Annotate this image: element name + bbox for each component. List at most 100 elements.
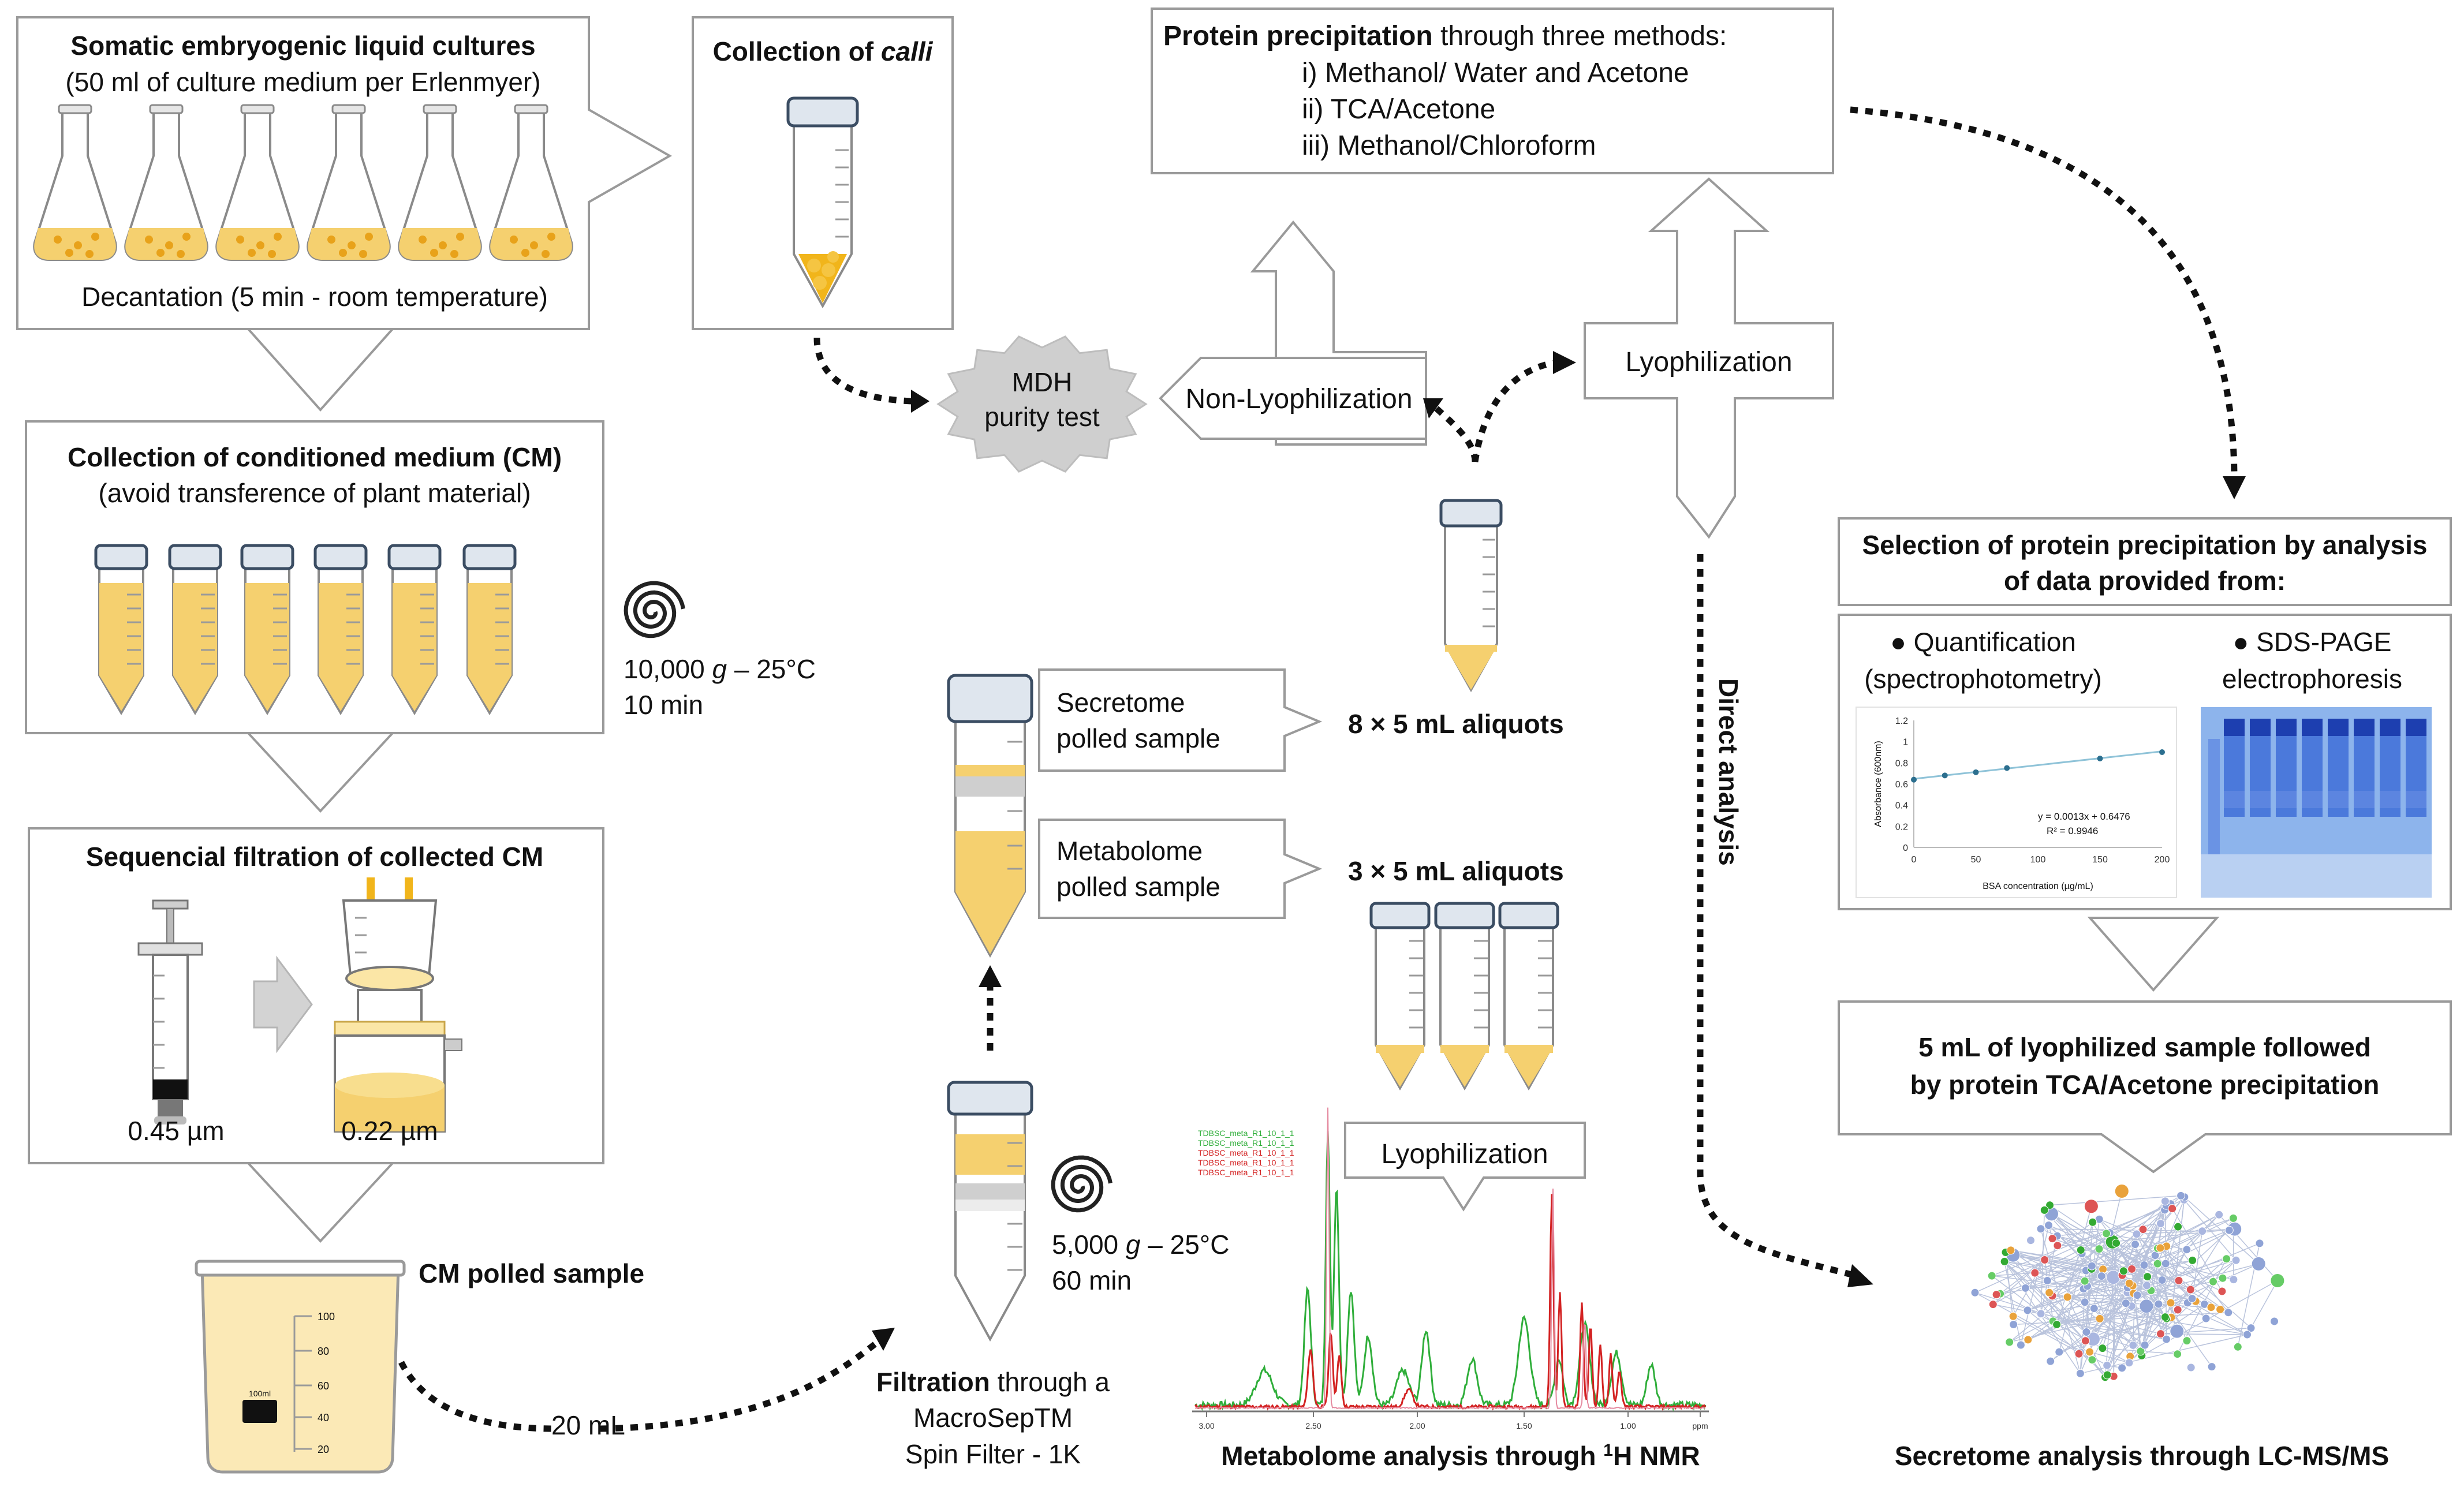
nmr-legend-entry: TDBSC_meta_R1_10_1_1 [1198, 1129, 1294, 1138]
precip-method-3: iii) Methanol/Chloroform [1302, 130, 1596, 161]
nmr-tick-label: 1.50 [1516, 1421, 1532, 1430]
nmr-tick-label: ppm [1692, 1421, 1708, 1430]
quant-label-1: ● Quantification [1890, 627, 2076, 657]
mdh-label-line1: MDH [1012, 367, 1073, 397]
somatic-subtitle: (50 ml of culture medium per Erlenmyer) [65, 67, 540, 97]
centrifuge-icon-1 [624, 581, 685, 638]
filter-022-label: 0.22 µm [341, 1116, 438, 1146]
erlenmeyer-flask-6 [489, 104, 573, 261]
chart-point [1911, 776, 1917, 783]
centrifuge-icon-2 [1051, 1155, 1112, 1213]
non-lyophilization-label: Non-Lyophilization [1185, 384, 1412, 414]
macrosep-tube [947, 1081, 1033, 1342]
nmr-legend-entry: TDBSC_meta_R1_10_1_1 [1198, 1168, 1294, 1177]
secretome-label-box [1038, 668, 1323, 772]
nmr-tick-label: 2.00 [1409, 1421, 1425, 1430]
chart-trendline [1913, 750, 2163, 780]
precip-method-2: ii) TCA/Acetone [1302, 94, 1495, 125]
cm-tube-1 [94, 544, 148, 715]
dotted-arrows [398, 106, 2246, 1432]
aliquot-tube-2 [1434, 902, 1495, 1091]
macrosep-line3: Spin Filter - 1K [905, 1439, 1081, 1469]
lyophilized-line1: 5 mL of lyophilized sample followed [1918, 1032, 2371, 1062]
centrifuge-2-line1: 5,000 g – 25°C [1052, 1230, 1229, 1260]
filtration-right-arrow [253, 955, 313, 1053]
chart-ytick: 0 [1903, 843, 1908, 853]
chart-xtick: 0 [1912, 855, 1917, 865]
somatic-cultures-box: Somatic embryogenic liquid cultures (50 … [16, 16, 673, 330]
down-arrow-selection [2087, 917, 2220, 992]
beaker-tick-40: 40 [318, 1412, 329, 1424]
metabolome-line2: polled sample [1056, 872, 1220, 902]
lyophilization-label-top: Lyophilization [1625, 347, 1792, 378]
filter-045-label: 0.45 µm [128, 1116, 224, 1146]
chart-points [1911, 749, 2165, 783]
cm-title: Collection of conditioned medium (CM) [68, 442, 562, 472]
lyophilization-nmr-box [1344, 1122, 1586, 1212]
calli-tube [786, 96, 859, 309]
chart-point [2159, 749, 2165, 755]
selection-box: Selection of protein precipitation by an… [1838, 517, 2452, 910]
erlenmeyer-flask-3 [215, 104, 300, 261]
chart-point [2097, 756, 2103, 761]
chart-ytick: 1 [1903, 738, 1908, 748]
nmr-legend-entry: TDBSC_meta_R1_10_1_1 [1198, 1158, 1294, 1167]
cm-tube-3 [240, 544, 294, 715]
chart-xtick: 50 [1971, 855, 1981, 865]
erlenmeyer-flask-1 [33, 104, 117, 261]
chart-xtick: 100 [2030, 855, 2046, 865]
down-arrow-3 [245, 1162, 395, 1243]
calli-title: Collection of calli [713, 36, 934, 66]
nmr-tick-label: 1.00 [1620, 1421, 1636, 1430]
cm-tubes [94, 544, 517, 715]
nmr-tick-label: 3.00 [1199, 1421, 1214, 1430]
lyophilized-sample-box: 5 mL of lyophilized sample followed by p… [1838, 1000, 2452, 1174]
erlenmeyer-flask-5 [398, 104, 482, 261]
erlenmeyer-flask-2 [124, 104, 208, 261]
direct-analysis-label: Direct analysis [1713, 678, 1744, 866]
nmr-spectrum: Lyophilization TDBSC_meta_R1_10_1_1TDBSC… [1192, 1107, 1709, 1471]
metabolome-line1: Metabolome [1056, 836, 1203, 866]
cm-tube-4 [313, 544, 368, 715]
decantation-label: Decantation (5 min - room temperature) [81, 282, 548, 312]
secretome-line2: polled sample [1056, 723, 1220, 753]
chart-xtick: 200 [2155, 855, 2170, 865]
centrifuge-1-line2: 10 min [624, 690, 703, 720]
nmr-legend-entry: TDBSC_meta_R1_10_1_1 [1198, 1138, 1294, 1148]
somatic-title: Somatic embryogenic liquid cultures [70, 31, 535, 61]
macrosep-line2: MacroSepTM [913, 1403, 1073, 1433]
chart-ytick: 0.4 [1895, 801, 1908, 811]
selection-title-2: of data provided from: [2004, 566, 2286, 596]
vacuum-filter-icon [334, 877, 462, 1133]
down-arrow-1 [245, 328, 395, 412]
chart-ytick: 1.2 [1895, 716, 1908, 726]
chart-ylabel: Absorbance (600nm) [1873, 741, 1883, 827]
cm-polled-label: CM polled sample [419, 1258, 644, 1288]
cm-subtitle: (avoid transference of plant material) [98, 478, 531, 508]
beaker-label: 100ml [249, 1389, 271, 1398]
pooled-sample-tube [947, 674, 1033, 958]
macrosep-line1: Filtration through a [876, 1367, 1110, 1397]
lyophilization-cross-arrow [1584, 177, 1834, 539]
calli-box: Collection of calli [692, 16, 954, 330]
secretome-line1: Secretome [1056, 688, 1185, 718]
sds-page-gel [2201, 707, 2432, 898]
protein-network-graph [1970, 1184, 2285, 1382]
chart-xtick: 150 [2092, 855, 2108, 865]
chart-ytick: 0.8 [1895, 759, 1908, 768]
cm-tube-6 [462, 544, 517, 715]
cm-tube-2 [168, 544, 222, 715]
aliquots-3-label: 3 × 5 mL aliquots [1348, 856, 1564, 886]
aliquot-tube-single [1439, 499, 1503, 693]
nmr-legend: TDBSC_meta_R1_10_1_1TDBSC_meta_R1_10_1_1… [1198, 1129, 1294, 1177]
aliquot-tube-1 [1369, 902, 1431, 1091]
mdh-purity-test-badge: MDH purity test [936, 335, 1148, 473]
metabolome-label-box [1038, 819, 1323, 919]
chart-ytick: 0.6 [1895, 780, 1908, 790]
aliquot-tube-3 [1498, 902, 1559, 1091]
centrifuge-1-line1: 10,000 g – 25°C [624, 654, 816, 684]
conditioned-medium-box: Collection of conditioned medium (CM) (a… [25, 420, 604, 734]
down-arrow-2 [245, 732, 395, 813]
